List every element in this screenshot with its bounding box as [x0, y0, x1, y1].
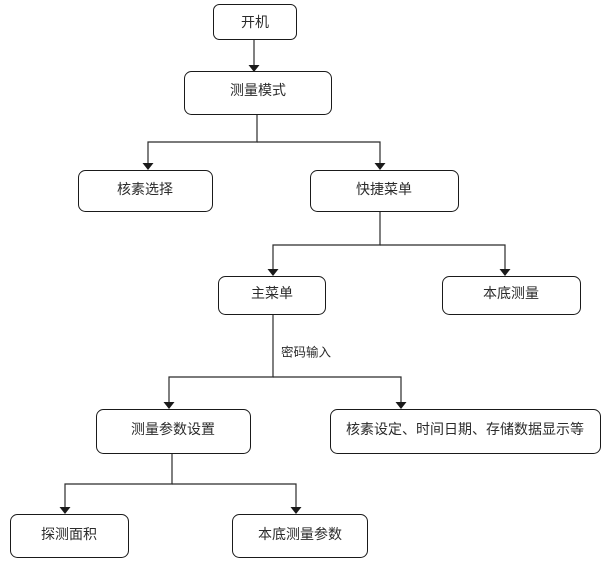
- edges-layer: [59, 39, 511, 514]
- arrowhead-icon: [267, 269, 279, 276]
- edge-line: [64, 453, 173, 508]
- node-label-param-setting: 测量参数设置: [131, 421, 215, 438]
- node-detect-area[interactable]: 探测面积: [10, 514, 129, 558]
- node-background-params[interactable]: 本底测量参数: [232, 514, 368, 558]
- node-box[interactable]: [310, 170, 459, 212]
- edge-line: [147, 114, 258, 164]
- edge-line: [172, 483, 297, 508]
- node-box[interactable]: [96, 409, 251, 454]
- arrowhead-icon: [395, 402, 407, 409]
- node-box[interactable]: [10, 514, 129, 558]
- edge-main-menu-to-misc-settings: [273, 376, 407, 409]
- edge-line: [273, 376, 402, 403]
- node-label-main-menu: 主菜单: [251, 286, 293, 302]
- node-label-quick-menu: 快捷菜单: [356, 182, 412, 198]
- node-power-on[interactable]: 开机: [213, 4, 297, 40]
- node-box[interactable]: [78, 170, 213, 212]
- node-label-background-measure: 本底测量: [483, 286, 539, 302]
- edge-param-setting-to-detect-area: [59, 453, 173, 514]
- node-label-misc-settings: 核素设定、时间日期、存储数据显示等: [346, 421, 584, 438]
- node-label-background-params: 本底测量参数: [258, 526, 342, 543]
- node-box[interactable]: [442, 276, 581, 315]
- nodes-layer: 开机 测量模式 核素选择 快捷菜单 主菜单: [10, 4, 601, 558]
- edge-quick-menu-to-background-measure: [380, 244, 511, 276]
- node-misc-settings[interactable]: 核素设定、时间日期、存储数据显示等: [330, 409, 601, 454]
- node-box[interactable]: [184, 71, 332, 115]
- arrowhead-icon: [499, 269, 511, 276]
- arrowhead-icon: [142, 163, 154, 170]
- edge-label-password-input: 密码输入: [281, 345, 332, 360]
- edge-line: [257, 141, 381, 164]
- arrowhead-icon: [374, 163, 386, 170]
- node-label-detect-area: 探测面积: [41, 527, 97, 543]
- arrowhead-icon: [163, 402, 175, 409]
- arrowhead-icon: [290, 507, 302, 514]
- node-label-nuclide-select: 核素选择: [117, 182, 173, 198]
- edge-line: [380, 244, 506, 270]
- node-quick-menu[interactable]: 快捷菜单: [310, 170, 459, 212]
- edge-param-setting-to-background-params: [172, 483, 302, 514]
- edge-measure-mode-to-quick-menu: [257, 141, 386, 170]
- edge-measure-mode-to-nuclide-select: [142, 114, 258, 170]
- edge-line: [272, 211, 381, 270]
- node-label-power-on: 开机: [241, 15, 269, 31]
- node-nuclide-select[interactable]: 核素选择: [78, 170, 213, 212]
- node-label-measure-mode: 测量模式: [230, 83, 286, 99]
- edge-power-on-to-measure-mode: [248, 39, 260, 72]
- edge-main-menu-to-param-setting: [163, 314, 274, 409]
- edge-labels-layer: 密码输入: [281, 345, 332, 360]
- node-param-setting[interactable]: 测量参数设置: [96, 409, 251, 454]
- node-box[interactable]: [330, 409, 601, 454]
- node-main-menu[interactable]: 主菜单: [218, 276, 326, 315]
- node-background-measure[interactable]: 本底测量: [442, 276, 581, 315]
- arrowhead-icon: [248, 65, 260, 72]
- edge-quick-menu-to-main-menu: [267, 211, 381, 276]
- node-measure-mode[interactable]: 测量模式: [184, 71, 332, 115]
- node-box[interactable]: [232, 514, 368, 558]
- edge-line: [168, 314, 274, 403]
- arrowhead-icon: [59, 507, 71, 514]
- node-box[interactable]: [213, 4, 297, 40]
- node-box[interactable]: [218, 276, 326, 315]
